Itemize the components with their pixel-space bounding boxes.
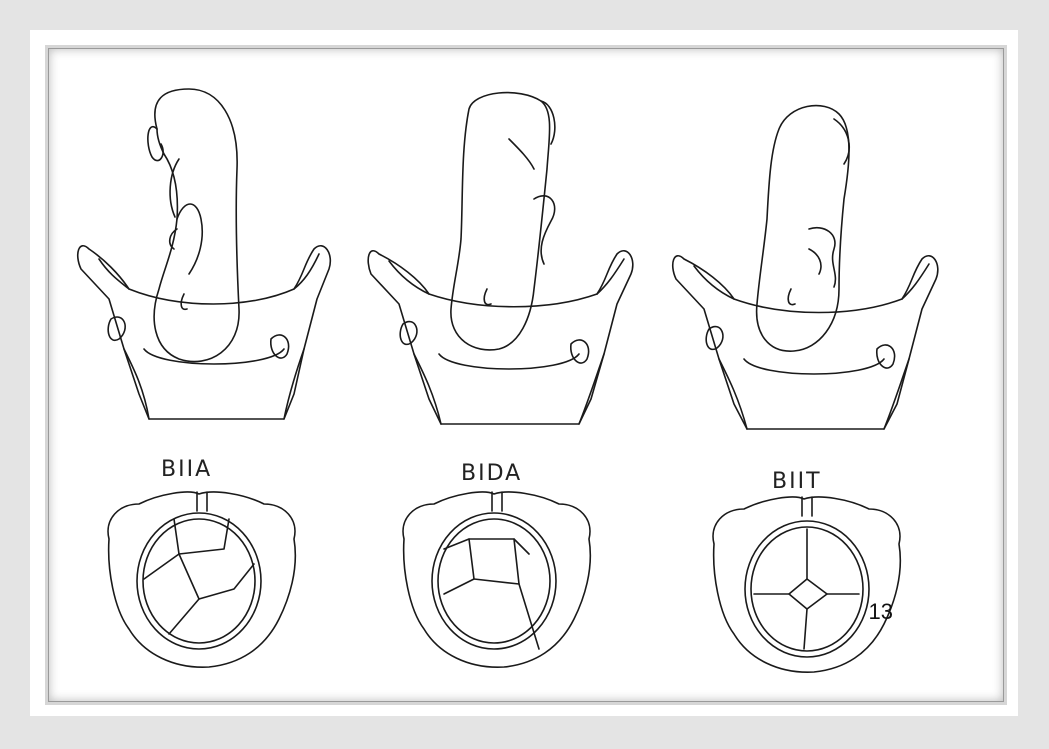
pelvic-inlet-biia — [108, 492, 295, 667]
figure-label-biit: BIIT — [772, 469, 822, 494]
page-number: 13 — [869, 599, 893, 625]
pelvic-inlet-bida — [403, 492, 590, 667]
pelvic-inlet-biit — [713, 497, 900, 672]
figure-label-bida: BIDA — [461, 461, 522, 486]
pelvis-fetus-biit — [673, 106, 938, 429]
figure-label-biia: BIIA — [161, 457, 212, 482]
pelvis-fetus-bida — [368, 93, 633, 424]
slide-canvas: BIIA BIDA BIIT 13 — [48, 48, 1004, 702]
illustration — [49, 49, 1003, 701]
pelvis-fetus-biia — [78, 89, 331, 419]
